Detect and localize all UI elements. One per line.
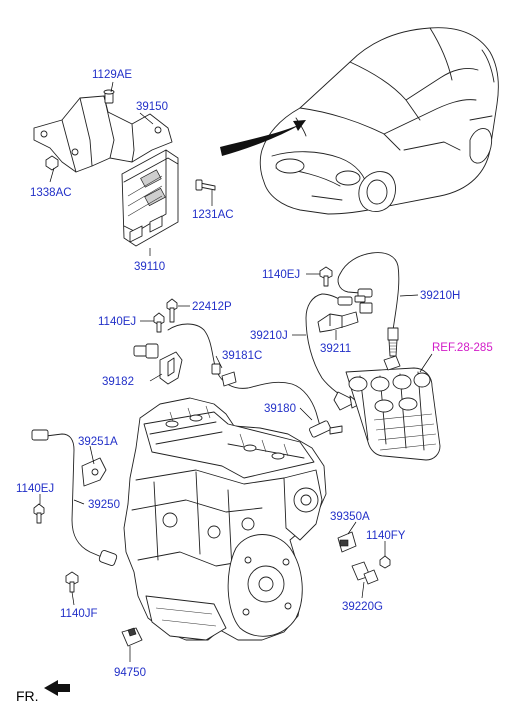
label-ref-28-285: REF.28-285: [432, 342, 493, 354]
label-1140ej-b: 1140EJ: [98, 316, 136, 328]
bolt-22412p: [166, 298, 178, 323]
front-direction-indicator: FR.: [16, 680, 70, 704]
bolt-1231ac: [195, 179, 216, 191]
ecu-bracket-39150: [33, 95, 173, 173]
label-39251a: 39251A: [78, 436, 118, 448]
bracket-39211: [317, 311, 359, 333]
label-39250: 39250: [88, 499, 120, 511]
part-labels: 1129AE 39150 1338AC 1231AC 39110 1140EJ …: [16, 69, 493, 679]
leader-lines: [39, 273, 433, 662]
label-1338ac: 1338AC: [30, 187, 72, 199]
connector-39181c: [133, 343, 159, 359]
bolt-1140ej-c: [33, 503, 45, 524]
ecu-leader-lines: [49, 81, 213, 256]
o2-sensor-39210h: [337, 252, 400, 357]
location-arrow: [220, 120, 306, 156]
label-94750: 94750: [114, 667, 146, 679]
bracket-39182: [159, 351, 183, 385]
label-39150: 39150: [136, 101, 168, 113]
fr-label: FR.: [16, 688, 39, 704]
label-1231ac: 1231AC: [192, 209, 234, 221]
sensor-39350a: [337, 531, 357, 553]
front-arrow-icon: [44, 680, 70, 696]
label-39110: 39110: [134, 261, 165, 273]
sensor-39220g: [351, 561, 379, 585]
bolt-1140jf: [65, 571, 79, 593]
label-1140fy: 1140FY: [366, 530, 406, 542]
label-39220g: 39220G: [342, 601, 383, 613]
bolt-1140ej-b: [153, 312, 165, 333]
bolt-1140fy: [379, 555, 391, 569]
label-22412p: 22412P: [192, 301, 232, 313]
label-39210h: 39210H: [420, 290, 460, 302]
bolt-1140ej-a: [319, 266, 333, 287]
bracket-39251a: [81, 457, 107, 487]
bolt-1129ae: [103, 89, 115, 104]
vehicle-illustration: [259, 27, 499, 215]
sensor-39250: [31, 429, 118, 566]
label-39350a: 39350A: [330, 511, 370, 523]
label-39182: 39182: [102, 376, 134, 388]
label-39210j: 39210J: [250, 330, 288, 342]
nut-1338ac: [45, 155, 59, 171]
label-39181c: 39181C: [222, 350, 262, 362]
label-39180: 39180: [264, 403, 296, 415]
harness-39180: [167, 323, 343, 438]
label-1129ae: 1129AE: [92, 69, 132, 81]
label-39211: 39211: [320, 343, 351, 355]
engine-block: [123, 397, 327, 641]
label-1140jf: 1140JF: [60, 608, 98, 620]
ecu-39110: [121, 149, 179, 247]
label-1140ej-c: 1140EJ: [16, 483, 54, 495]
label-1140ej-a: 1140EJ: [262, 269, 300, 281]
switch-94750: [121, 627, 143, 647]
exhaust-manifold-converter: [345, 355, 441, 461]
